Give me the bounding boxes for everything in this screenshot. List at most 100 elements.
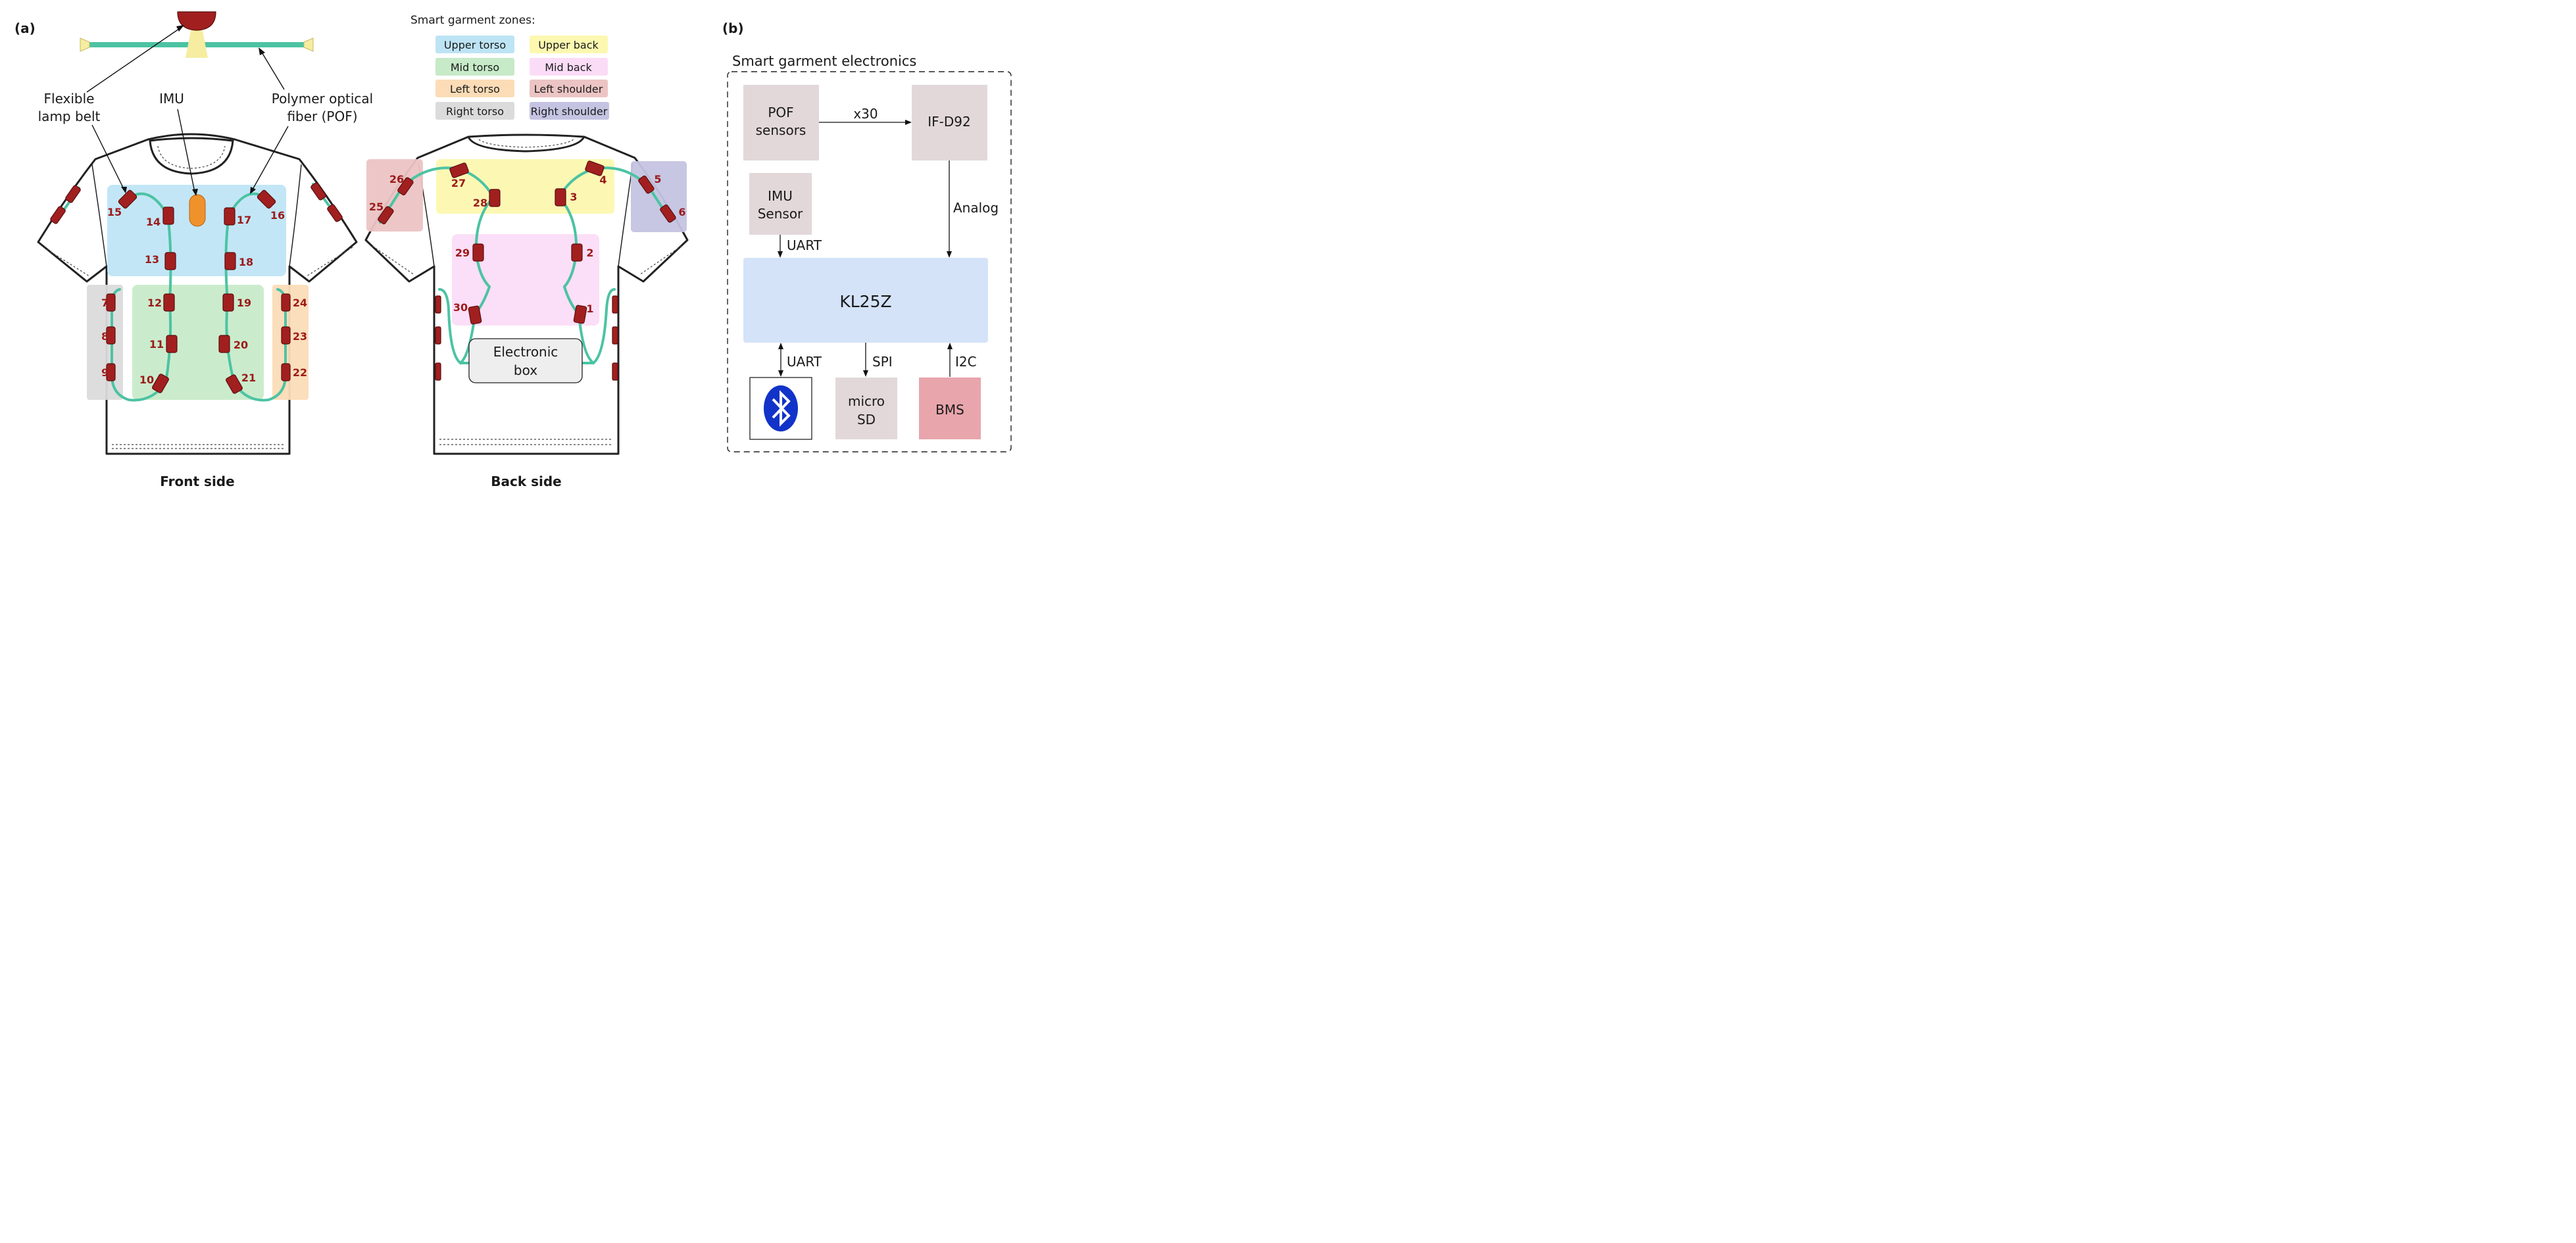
imu-module — [189, 194, 206, 227]
num-27: 27 — [451, 177, 466, 189]
lamp-22 — [281, 363, 291, 381]
lamp-side-left-a — [435, 295, 441, 314]
legend-label-right-shoulder: Right shoulder — [531, 105, 608, 118]
bms-label: BMS — [935, 402, 964, 418]
back-zone-right-shoulder — [631, 161, 687, 232]
back-sleeve-seam-left — [372, 245, 415, 276]
lamp-9 — [106, 363, 116, 381]
lamp-8 — [106, 326, 116, 345]
lamp-25 — [378, 206, 394, 225]
panel-a-label: (a) — [14, 20, 36, 36]
spi-label: SPI — [872, 354, 893, 370]
callout-lamp-belt-line2: lamp belt — [38, 109, 101, 124]
legend-swatch-left-torso — [435, 80, 514, 97]
legend-label-mid-torso: Mid torso — [451, 61, 499, 74]
back-lamps — [378, 160, 676, 381]
front-collar-seam — [157, 145, 226, 169]
num-11: 11 — [149, 338, 164, 351]
belt-end-right — [303, 37, 314, 52]
kl25z-block — [743, 258, 988, 343]
lamp-sleeve-left-b — [50, 206, 66, 224]
num-17: 17 — [237, 214, 251, 226]
num-20: 20 — [234, 339, 248, 351]
analog-label: Analog — [953, 200, 999, 216]
lamp-side-right-a — [612, 295, 618, 314]
electronic-box — [468, 338, 583, 383]
num-22: 22 — [293, 366, 307, 379]
legend-label-upper-torso: Upper torso — [444, 39, 506, 51]
lamp-3 — [555, 188, 566, 207]
kl25z-label: KL25Z — [839, 292, 891, 311]
lamp-side-left-b — [435, 326, 441, 345]
lamp-30 — [468, 305, 482, 325]
ifd92-block — [912, 85, 987, 160]
back-collar — [467, 136, 585, 153]
front-collar — [149, 137, 234, 175]
lamp-sleeve-left-a — [65, 185, 81, 203]
legend-swatch-upper-back — [530, 36, 608, 53]
front-armhole-lines — [91, 164, 302, 267]
pof-sensors-label-2: sensors — [756, 122, 806, 138]
uart-top-label: UART — [787, 237, 822, 253]
legend-swatch-right-shoulder — [530, 102, 609, 120]
bluetooth-icon-rune — [772, 390, 791, 427]
lamp-2 — [571, 243, 583, 262]
ifd92-label: IF-D92 — [928, 114, 970, 130]
legend-swatch-upper-torso — [435, 36, 514, 53]
lamp-18 — [224, 252, 236, 270]
legend-label-left-shoulder: Left shoulder — [534, 83, 603, 95]
back-zone-mid-back — [452, 234, 599, 326]
arrowhead-microsd — [863, 370, 868, 377]
lamp-15 — [118, 189, 137, 209]
lamp-28 — [489, 189, 501, 207]
num-12: 12 — [147, 297, 162, 309]
lamp-1 — [573, 305, 587, 324]
lamp-7 — [106, 293, 116, 312]
num-18: 18 — [239, 256, 253, 268]
num-5: 5 — [654, 173, 661, 185]
num-7: 7 — [101, 297, 109, 309]
legend-swatch-mid-torso — [435, 58, 514, 76]
num-29: 29 — [455, 247, 470, 259]
num-28: 28 — [473, 197, 487, 209]
back-zone-left-shoulder — [366, 159, 423, 232]
front-sleeve-seam-right — [306, 247, 353, 277]
front-lamp-numbers: 7 8 9 10 11 12 13 14 15 16 17 18 19 20 2… — [101, 206, 307, 386]
electronic-box-label-1: Electronic — [493, 344, 558, 360]
front-zone-upper-torso — [107, 185, 286, 276]
arrowhead-pof-top — [259, 47, 265, 55]
callout-pof-line1: Polymer optical — [272, 91, 373, 107]
back-sleeve-seam-right — [639, 245, 682, 276]
arrowhead-imu — [192, 189, 198, 196]
bms-block — [919, 378, 981, 439]
lamp-26 — [397, 177, 414, 196]
num-16: 16 — [270, 209, 285, 222]
arrowhead-ifd92-to-kl25z — [947, 251, 952, 258]
legend-label-left-torso: Left torso — [450, 83, 500, 95]
num-9: 9 — [101, 366, 109, 379]
i2c-label: I2C — [955, 354, 977, 370]
num-21: 21 — [241, 372, 256, 384]
belt-light-cone — [186, 28, 208, 58]
imu-sensor-label-1: IMU — [768, 188, 793, 204]
arrowhead-imu-to-kl25z — [778, 251, 783, 258]
pof-sensors-block — [743, 85, 819, 160]
arrow-lamp-belt-front — [91, 124, 124, 189]
num-19: 19 — [237, 297, 251, 309]
back-zone-upper-back — [436, 159, 614, 214]
lamp-16 — [257, 189, 276, 209]
lamp-27 — [449, 162, 469, 178]
microsd-block — [835, 378, 897, 439]
num-30: 30 — [453, 301, 468, 314]
zones-legend-title: Smart garment zones: — [410, 14, 535, 27]
arrow-pof-front — [252, 126, 289, 190]
legend-label-right-torso: Right torso — [446, 105, 504, 118]
legend-swatch-left-shoulder — [530, 80, 608, 97]
legend-label-mid-back: Mid back — [545, 61, 592, 74]
callout-lamp-belt-line1: Flexible — [44, 91, 95, 107]
back-lamp-numbers: 1 2 3 4 5 6 25 26 27 28 29 30 — [369, 173, 686, 315]
imu-sensor-label-2: Sensor — [758, 206, 803, 222]
lamp-11 — [166, 335, 178, 353]
num-14: 14 — [146, 216, 161, 228]
imu-sensor-block — [749, 173, 812, 235]
